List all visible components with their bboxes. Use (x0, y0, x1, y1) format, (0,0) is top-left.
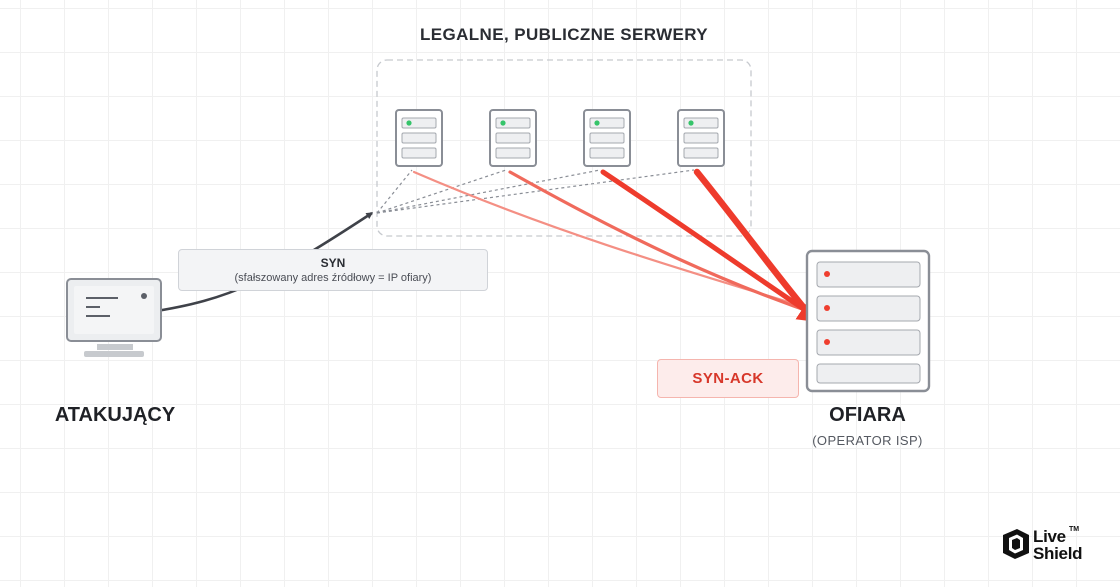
reflect-arrow-1 (412, 170, 827, 315)
alert-led (824, 305, 830, 311)
syn-ack-arrows (412, 168, 827, 324)
status-led (688, 120, 694, 126)
syn-ack-label: SYN-ACK (657, 359, 799, 398)
reflector-server-4 (677, 109, 725, 167)
status-led (500, 120, 506, 126)
syn-sublabel: (sfałszowany adres źródłowy = IP ofiary) (234, 272, 432, 284)
spoofed-request-lines (376, 169, 695, 214)
syn-label-box: SYN (sfałszowany adres źródłowy = IP ofi… (178, 249, 488, 291)
liveshield-logo-icon (1003, 529, 1029, 559)
reflector-servers (395, 109, 725, 167)
logo-trademark: TM (1069, 526, 1080, 533)
syn-label: SYN (320, 256, 346, 270)
reflector-server-1 (395, 109, 443, 167)
logo-line-1: Live (1033, 527, 1066, 546)
diagram-title: LEGALNE, PUBLICZNE SERWERY (419, 25, 709, 44)
liveshield-logo-text: Live Shield (1033, 527, 1083, 563)
spoof-line-3 (376, 169, 601, 214)
spoof-line-4 (376, 169, 695, 214)
reflect-arrow-2 (508, 170, 827, 319)
logo-line-2: Shield (1033, 544, 1083, 563)
reflector-server-2 (489, 109, 537, 167)
status-led (406, 120, 412, 126)
reflect-arrow-3 (600, 169, 825, 323)
attacker-label: ATAKUJĄCY (54, 404, 176, 426)
alert-led (824, 339, 830, 345)
victim-server-icon (805, 249, 931, 393)
attacker-computer-icon (66, 278, 162, 357)
status-led (594, 120, 600, 126)
alert-led (824, 271, 830, 277)
spoof-line-2 (376, 169, 507, 214)
reflect-arrow-4 (693, 168, 818, 324)
reflector-server-3 (583, 109, 631, 167)
victim-sublabel: (OPERATOR ISP) (812, 433, 923, 448)
victim-label: OFIARA (829, 404, 906, 426)
